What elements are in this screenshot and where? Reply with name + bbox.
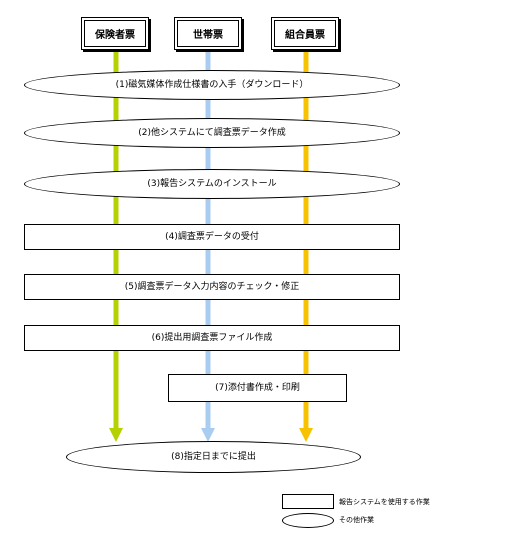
step-6-label: (6)提出用調査票ファイル作成 (151, 332, 273, 343)
step-1-oval: (1)磁気媒体作成仕様書の入手（ダウンロード） (24, 70, 400, 100)
header-insurer: 保険者票 (81, 17, 149, 50)
legend-oval-swatch (282, 513, 334, 528)
step-8-label: (8)指定日までに提出 (171, 451, 256, 462)
step-5-label: (5)調査票データ入力内容のチェック・修正 (124, 281, 300, 292)
header-member-label: 組合員票 (285, 30, 325, 41)
header-member: 組合員票 (271, 17, 339, 50)
step-3-oval: (3)報告システムのインストール (24, 169, 400, 199)
member-flow-arrowhead (299, 428, 313, 442)
step-8-oval: (8)指定日までに提出 (66, 441, 361, 473)
insurer-flow-arrowhead (109, 428, 123, 442)
legend-rect-label: 報告システムを使用する作業 (339, 498, 430, 506)
household-flow-arrowhead (201, 428, 215, 442)
step-2-label: (2)他システムにて調査票データ作成 (138, 127, 286, 138)
step-2-oval: (2)他システムにて調査票データ作成 (24, 118, 400, 148)
header-household-label: 世帯票 (193, 30, 223, 41)
step-7-box: (7)添付書作成・印刷 (168, 374, 347, 402)
step-1-label: (1)磁気媒体作成仕様書の入手（ダウンロード） (115, 79, 309, 90)
header-insurer-label: 保険者票 (95, 30, 135, 41)
step-6-box: (6)提出用調査票ファイル作成 (24, 325, 400, 351)
legend-rect-swatch (282, 494, 334, 509)
step-5-box: (5)調査票データ入力内容のチェック・修正 (24, 274, 400, 300)
legend-oval-label: その他作業 (339, 516, 374, 524)
step-4-box: (4)調査票データの受付 (24, 224, 400, 250)
step-4-label: (4)調査票データの受付 (165, 231, 259, 242)
header-household: 世帯票 (174, 17, 242, 50)
step-3-label: (3)報告システムのインストール (147, 178, 277, 189)
step-7-label: (7)添付書作成・印刷 (215, 382, 300, 393)
